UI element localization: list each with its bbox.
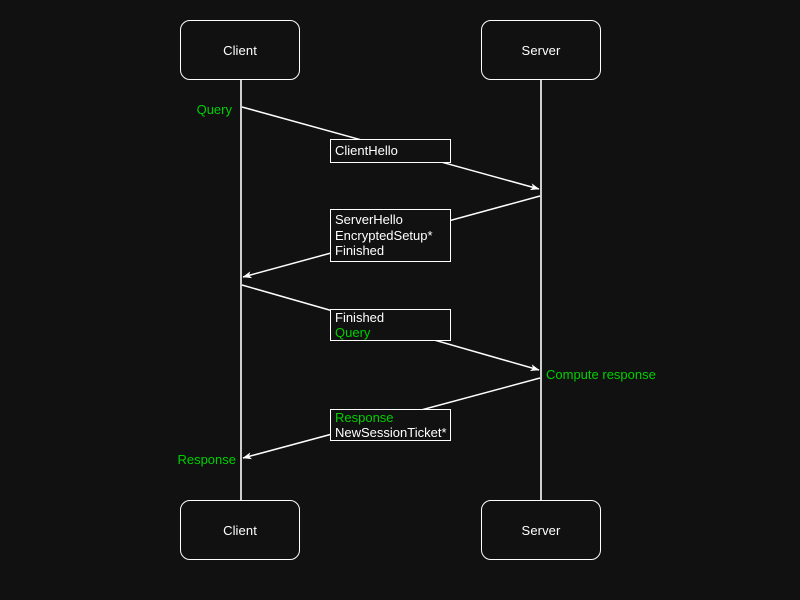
message-line: NewSessionTicket* bbox=[335, 425, 447, 440]
annotation-compute-response-text: Compute response bbox=[546, 367, 656, 382]
message-line: Finished bbox=[335, 309, 385, 325]
message-line: ServerHello bbox=[335, 212, 403, 228]
actor-label-server-bottom: Server bbox=[521, 522, 561, 538]
message-box-client-hello[interactable]: ClientHello bbox=[330, 139, 451, 163]
annotation-query: Query bbox=[100, 102, 232, 117]
message-line: Response bbox=[335, 409, 394, 425]
message-line: EncryptedSetup* bbox=[335, 227, 433, 243]
actor-label-server-top: Server bbox=[521, 42, 561, 58]
message-box-finished-query[interactable]: Finished Query bbox=[330, 309, 451, 341]
actor-box-server-top[interactable]: Server bbox=[481, 20, 601, 80]
message-line: ClientHello bbox=[335, 143, 398, 159]
message-box-response-ticket[interactable]: Response NewSessionTicket* bbox=[330, 409, 451, 441]
actor-label-client-bottom: Client bbox=[223, 522, 257, 538]
annotation-compute-response: Compute response bbox=[546, 367, 656, 382]
annotation-response-text: Response bbox=[177, 452, 236, 467]
actor-box-client-bottom[interactable]: Client bbox=[180, 500, 300, 560]
message-line: Finished bbox=[335, 243, 385, 259]
actor-box-client-top[interactable]: Client bbox=[180, 20, 300, 80]
annotation-query-text: Query bbox=[196, 102, 232, 117]
message-box-server-hello[interactable]: ServerHello EncryptedSetup* Finished bbox=[330, 209, 451, 262]
message-line: Query bbox=[335, 325, 371, 340]
actor-box-server-bottom[interactable]: Server bbox=[481, 500, 601, 560]
annotation-response: Response bbox=[100, 452, 236, 467]
actor-label-client-top: Client bbox=[223, 42, 257, 58]
